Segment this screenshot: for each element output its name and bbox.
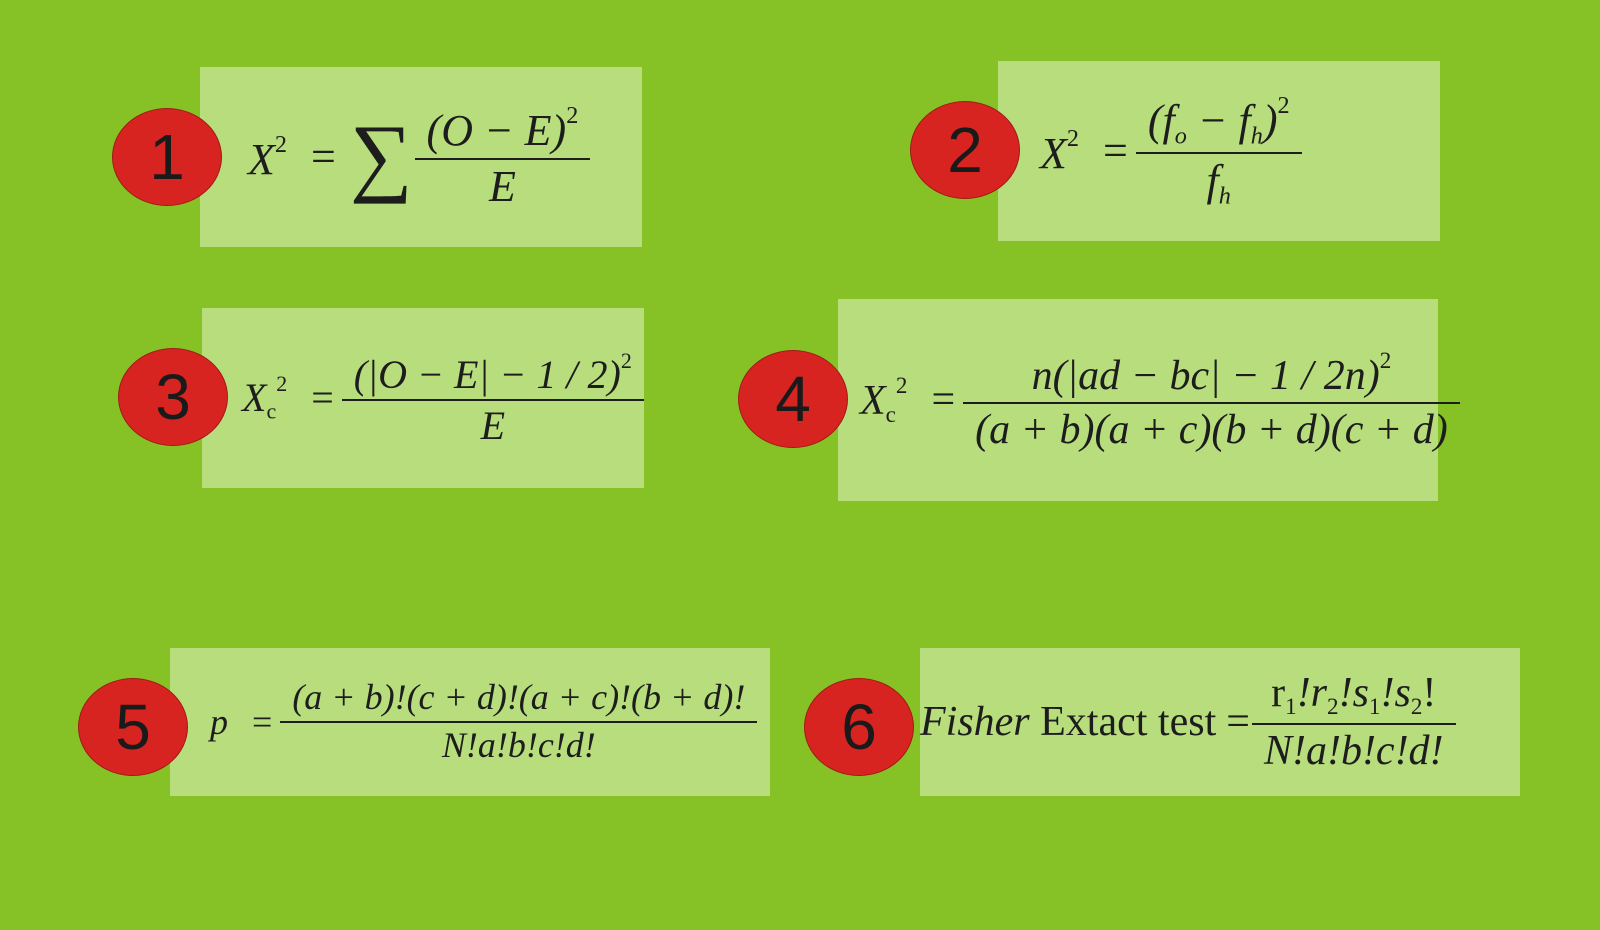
formula-2-box: X2 = (fo − fh)2 fh (998, 61, 1440, 241)
formula-5-fraction: (a + b)!(c + d)!(a + c)!(b + d)! N!a!b!c… (280, 677, 758, 765)
formula-5-equals: = (252, 702, 273, 742)
formula-6-equals: = (1226, 699, 1250, 745)
formula-1-fraction: (O − E)2 E (414, 102, 591, 210)
badge-1: 1 (112, 108, 222, 206)
formula-6-denominator: N!a!b!c!d! (1251, 722, 1456, 773)
formula-1-equals: = (310, 132, 336, 181)
formula-2-fraction: (fo − fh)2 fh (1135, 91, 1302, 210)
formula-5-lhs: p (210, 702, 228, 742)
formula-4-numerator: n(|ad − bc| − 1 / 2n)2 (1031, 347, 1392, 399)
formula-1-box: X2 = ∑ (O − E)2 E (200, 67, 642, 247)
formula-5-box: p = (a + b)!(c + d)!(a + c)!(b + d)! N!a… (170, 648, 770, 796)
badge-4: 4 (738, 350, 848, 448)
formula-1-lhs: X2 (248, 130, 287, 184)
badge-6: 6 (804, 678, 914, 776)
formula-3-denominator: E (341, 399, 644, 447)
formula-5-numerator: (a + b)!(c + d)!(a + c)!(b + d)! (292, 677, 746, 718)
formula-4-box: Xc2 = n(|ad − bc| − 1 / 2n)2 (a + b)(a +… (838, 299, 1460, 501)
badge-2: 2 (910, 101, 1020, 199)
formula-2-numerator: (fo − fh)2 (1147, 91, 1290, 149)
formula-2-denominator: fh (1135, 152, 1302, 209)
formula-3-box: Xc2 = (|O − E| − 1 / 2)2 E (202, 308, 644, 488)
formula-5-denominator: N!a!b!c!d! (280, 721, 758, 765)
formula-2-equals: = (1102, 126, 1128, 175)
formula-4-equals: = (931, 377, 956, 423)
formula-4-lhs: Xc2 (860, 372, 908, 427)
formula-3-fraction: (|O − E| − 1 / 2)2 E (341, 347, 644, 448)
formula-3-equals: = (311, 375, 334, 420)
summation-symbol: ∑ (349, 108, 413, 206)
formula-3-numerator: (|O − E| − 1 / 2)2 (353, 347, 632, 397)
badge-3: 3 (118, 348, 228, 446)
formula-2-lhs: X2 (1040, 124, 1079, 178)
formula-6-box: Fisher Extact test = r1!r2!s1!s2! N!a!b!… (920, 648, 1520, 796)
formula-4-fraction: n(|ad − bc| − 1 / 2n)2 (a + b)(a + c)(b … (963, 347, 1460, 452)
formula-4-denominator: (a + b)(a + c)(b + d)(c + d) (963, 401, 1460, 452)
formula-1-denominator: E (414, 158, 591, 210)
formula-1-numerator: (O − E)2 (426, 102, 579, 156)
formula-3-lhs: Xc2 (242, 371, 288, 424)
formula-6-lhs: Fisher Extact test (920, 699, 1217, 745)
formula-6-fraction: r1!r2!s1!s2! N!a!b!c!d! (1251, 670, 1456, 773)
formula-6-numerator: r1!r2!s1!s2! (1271, 670, 1437, 720)
badge-5: 5 (78, 678, 188, 776)
